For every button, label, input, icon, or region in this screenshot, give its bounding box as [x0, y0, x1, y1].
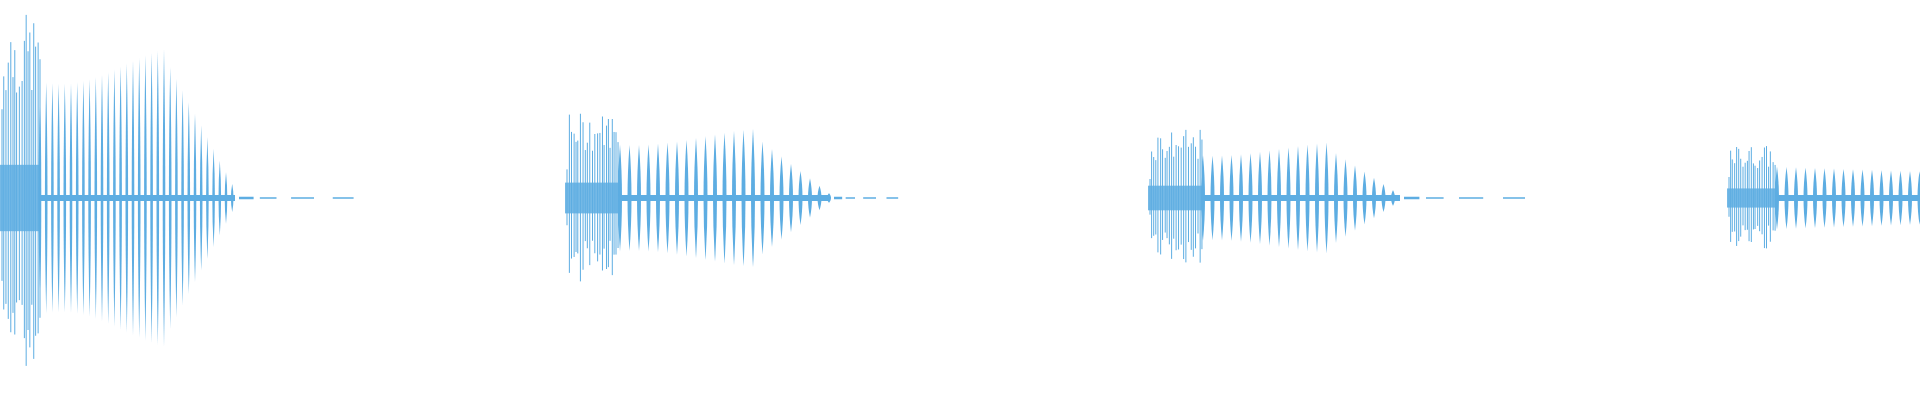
waveform-burst-4 — [1727, 146, 1920, 249]
waveform-burst-2 — [565, 113, 899, 282]
waveform-centerline — [40, 195, 235, 201]
waveform-attack-core — [1727, 188, 1777, 208]
waveform-attack-core — [565, 182, 620, 214]
waveform-centerline — [1203, 195, 1400, 201]
waveform-attack-core — [0, 164, 40, 232]
waveform-attack-core — [1148, 185, 1203, 211]
waveform-bursts — [0, 14, 1920, 366]
waveform-centerline — [620, 195, 830, 201]
waveform-centerline — [1777, 195, 1920, 201]
waveform-burst-3 — [1148, 129, 1525, 263]
waveform-burst-1 — [0, 14, 354, 366]
